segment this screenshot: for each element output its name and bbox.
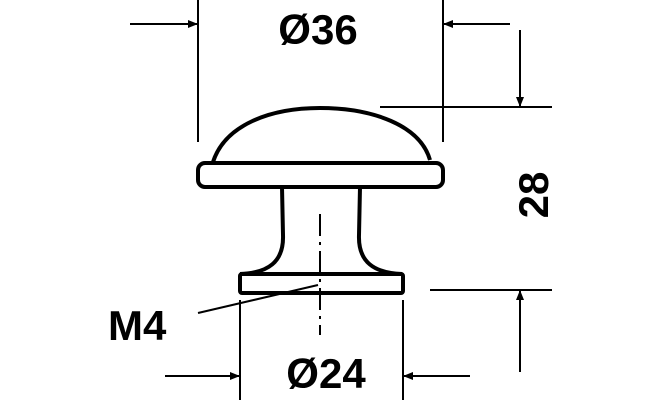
top-diameter-label: Ø36 <box>278 6 357 53</box>
thread-leader-line <box>197 284 319 314</box>
bottom-diameter-label: Ø24 <box>286 350 366 397</box>
knob-base <box>238 272 405 295</box>
bottom-diameter-dimension <box>165 300 470 400</box>
thread-label: M4 <box>108 302 167 349</box>
top-diameter-dimension <box>130 0 510 142</box>
knob-outline <box>196 106 445 295</box>
knob-dome <box>211 106 432 163</box>
height-dimension <box>380 30 552 372</box>
knob-rim <box>196 161 445 189</box>
height-label: 28 <box>510 172 557 219</box>
